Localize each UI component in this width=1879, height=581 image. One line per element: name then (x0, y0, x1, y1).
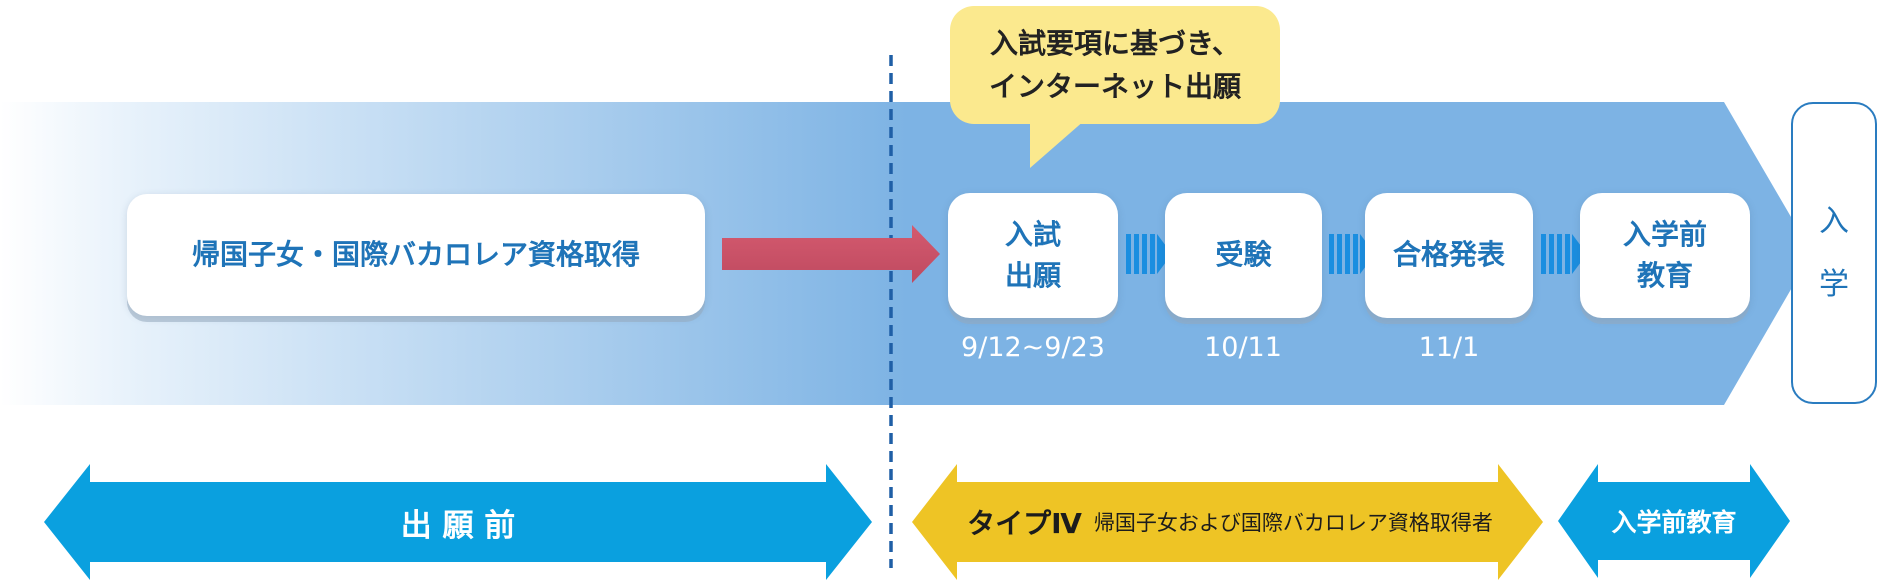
step-card-result: 合格発表 (1365, 193, 1533, 318)
step-application-line-2: 出願 (1004, 258, 1061, 292)
phase-pre-education-label: 入学前教育 (1598, 482, 1750, 560)
step-connector-3 (1541, 234, 1587, 274)
date-result: 11/1 (1418, 332, 1480, 363)
phase-arrow-type (912, 464, 1543, 580)
enrollment-line-1: 入 (1819, 204, 1849, 239)
step-card-exam: 受験 (1165, 193, 1322, 318)
callout-line-2: インターネット出願 (988, 70, 1241, 103)
step-pre-education-line-2: 教育 (1636, 258, 1693, 292)
phase-type-sub: 帰国子女および国際バカロレア資格取得者 (1093, 511, 1493, 535)
phase-arrow-pre-education (1558, 464, 1790, 578)
date-exam: 10/11 (1204, 332, 1282, 363)
phase-before-label: 出 願 前 (90, 482, 826, 562)
phase-pre-education-text: 入学前教育 (1611, 508, 1737, 537)
phase-arrow-before (44, 464, 872, 580)
step-card-application: 入試 出願 (948, 193, 1118, 318)
date-application: 9/12~9/23 (961, 332, 1105, 363)
phase-type-label: タイプⅣ 帰国子女および国際バカロレア資格取得者 (940, 482, 1520, 562)
enrollment-line-2: 学 (1819, 267, 1849, 302)
pink-arrow (722, 225, 940, 283)
enrollment-box: 入 学 (1791, 102, 1877, 404)
phase-before-text: 出 願 前 (400, 507, 516, 544)
step-result-label: 合格発表 (1392, 238, 1505, 272)
step-card-pre-education: 入学前 教育 (1580, 193, 1750, 318)
callout-pointer (1030, 120, 1085, 168)
phase-type-main: タイプⅣ (967, 507, 1082, 540)
prerequisite-label: 帰国子女・国際バカロレア資格取得 (191, 237, 640, 271)
step-exam-label: 受験 (1215, 238, 1272, 272)
callout-line-1: 入試要項に基づき、 (989, 26, 1241, 60)
callout-bubble: 入試要項に基づき、 インターネット出願 (950, 6, 1280, 124)
step-pre-education-line-1: 入学前 (1622, 217, 1707, 251)
step-connector-1 (1126, 234, 1172, 274)
prerequisite-card: 帰国子女・国際バカロレア資格取得 (127, 194, 705, 316)
step-application-line-1: 入試 (1004, 217, 1061, 251)
